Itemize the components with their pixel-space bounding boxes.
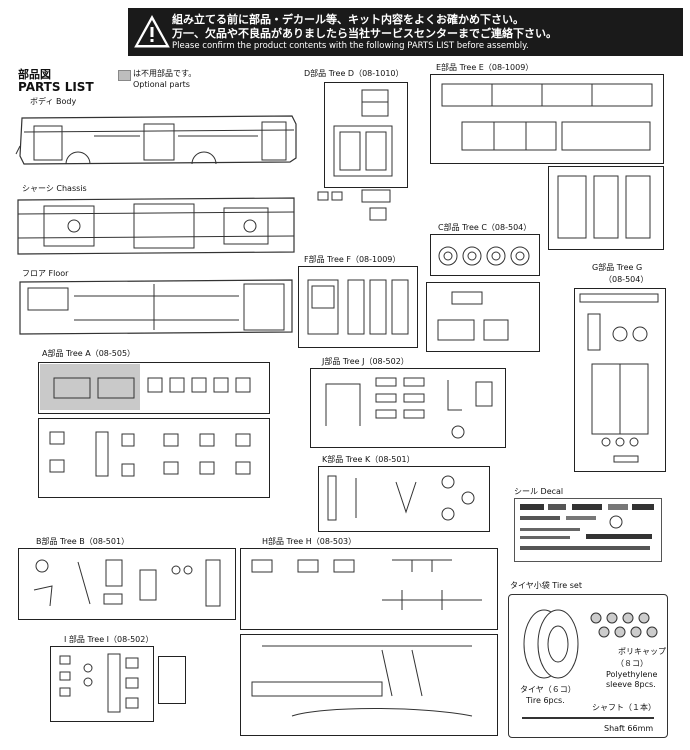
tree-h-label: H部品 Tree H（08-503） [262, 537, 357, 546]
body-label: ボディ Body [30, 97, 77, 106]
tree-h-lower [240, 634, 498, 736]
tree-e-window-parts [557, 175, 651, 239]
tree-d-parts [333, 89, 393, 177]
tree-g-frame [574, 288, 666, 472]
tree-a-label: A部品 Tree A（08-505） [42, 349, 136, 358]
polycap-label-en-2: sleeve 8pcs. [606, 680, 656, 689]
floor-drawing [19, 279, 293, 335]
tree-j-frame [310, 368, 506, 448]
tree-b-parts [33, 559, 221, 607]
polycap-count: （８コ） [616, 659, 648, 668]
polycap-label-jp: ポリキャップ [618, 647, 666, 656]
shaft-label-jp: シャフト（１本） [592, 703, 656, 712]
parts-list-title-jp: 部品図 [18, 68, 51, 81]
tree-f-parts [307, 279, 409, 335]
tree-c-frame [430, 234, 540, 276]
floor-label: フロア Floor [22, 269, 69, 278]
polycap-label-en-1: Polyethylene [606, 670, 658, 679]
tree-e-label: E部品 Tree E（08-1009） [436, 63, 534, 72]
tree-g-code: （08-504） [604, 275, 649, 284]
tire-label-jp: タイヤ（６コ） [520, 685, 576, 694]
warning-text-jp-2: 万一、欠品や不良品がありましたら当社サービスセンターまでご連絡下さい。 [172, 27, 557, 40]
tree-a-lower-parts [49, 431, 251, 477]
decal-label: シール Decal [514, 487, 564, 496]
body-drawing [15, 115, 297, 165]
tree-k-label: K部品 Tree K（08-501） [322, 455, 415, 464]
tree-f-label: F部品 Tree F（08-1009） [304, 255, 401, 264]
shaft-icon [522, 717, 654, 719]
tire-set-label: タイヤ小袋 Tire set [510, 581, 582, 590]
chassis-label: シャーシ Chassis [22, 184, 87, 193]
tree-k-frame [318, 466, 490, 532]
tree-c-lower-parts [437, 291, 509, 341]
optional-parts-label-jp: は不用部品です。 [133, 69, 197, 78]
tree-e-parts [441, 83, 653, 151]
decal-sheet [514, 498, 662, 562]
warning-text-en: Please confirm the product contents with… [172, 41, 529, 51]
tire-icon [523, 609, 579, 679]
shaft-label-en: Shaft 66mm [604, 724, 654, 733]
tree-j-parts [325, 377, 493, 439]
tree-c-wheels [438, 246, 530, 266]
polycap-icon [590, 612, 658, 638]
tree-i-label: I 部品 Tree I（08-502） [64, 635, 154, 644]
tree-b-label: B部品 Tree B（08-501） [36, 537, 130, 546]
tree-a-upper-parts [53, 377, 251, 399]
tree-g-label: G部品 Tree G [592, 263, 643, 272]
tree-e-windows [548, 166, 664, 250]
tree-d-label: D部品 Tree D（08-1010） [304, 69, 404, 78]
tree-c-label: C部品 Tree C（08-504） [438, 223, 532, 232]
tree-i-side [158, 656, 186, 704]
warning-triangle-icon [134, 14, 170, 48]
tree-d-small-parts [317, 189, 391, 221]
tire-set-bag [508, 594, 668, 738]
tree-h-upper-parts [251, 559, 482, 610]
tree-h-lower-parts [251, 645, 473, 717]
tree-a-lower [38, 418, 270, 498]
chassis-drawing [17, 197, 295, 255]
tree-i-frame [50, 646, 154, 722]
tree-h-upper [240, 548, 498, 630]
tree-j-label: J部品 Tree J（08-502） [322, 357, 409, 366]
decal-sheet-items [520, 504, 654, 550]
tree-g-parts [579, 293, 659, 463]
tree-b-frame [18, 548, 236, 620]
warning-text-jp-1: 組み立てる前に部品・デカール等、キット内容をよくお確かめ下さい。 [172, 13, 524, 26]
tree-k-parts [327, 475, 475, 521]
tree-e-frame [430, 74, 664, 164]
tire-label-en: Tire 6pcs. [526, 696, 565, 705]
optional-parts-label-en: Optional parts [133, 80, 190, 89]
parts-list-title-en: PARTS LIST [18, 80, 94, 94]
tree-i-parts [59, 653, 139, 713]
optional-parts-swatch [118, 70, 131, 81]
warning-banner [128, 8, 683, 56]
